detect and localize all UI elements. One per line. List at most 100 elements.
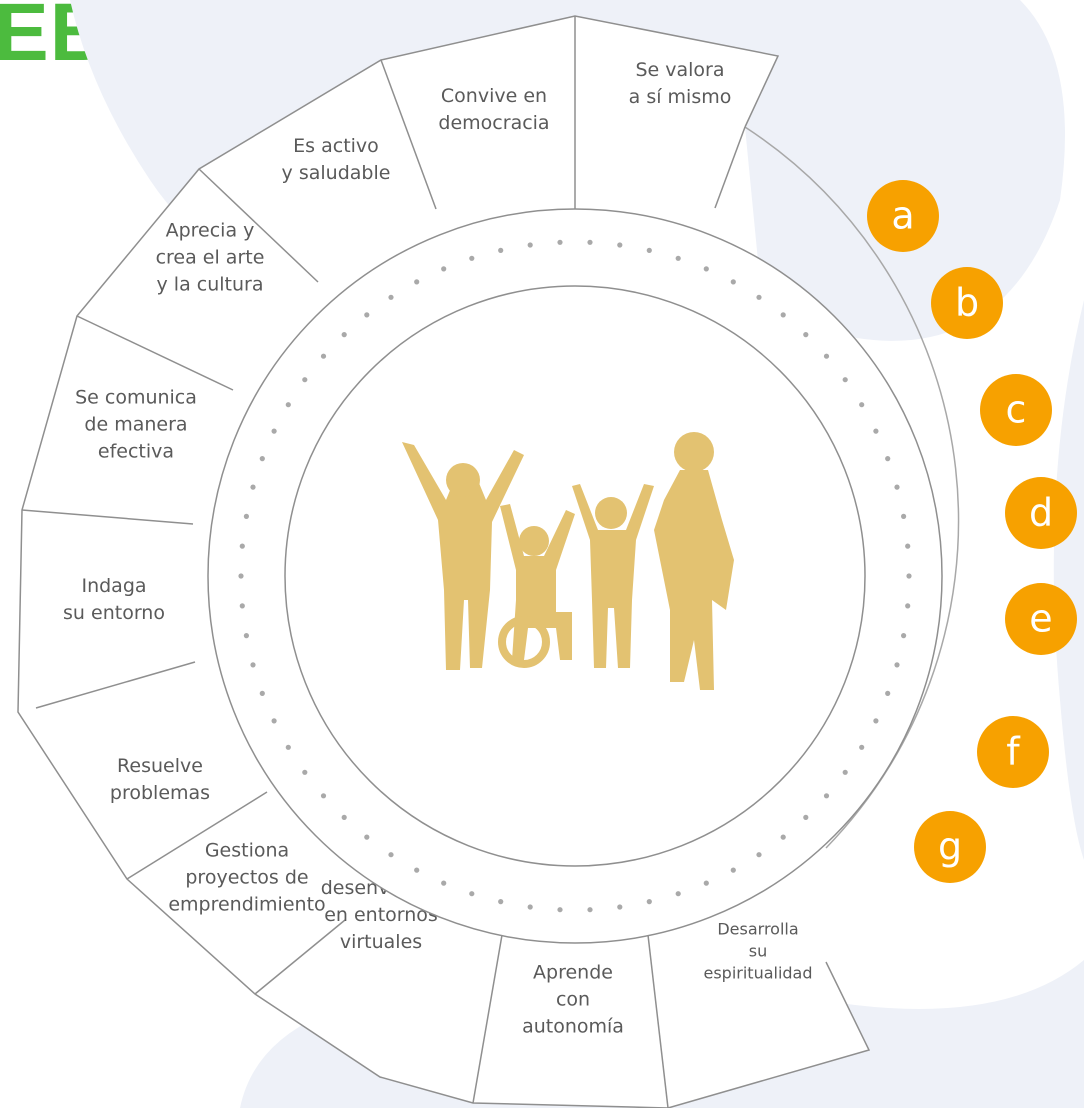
- ring-dot: [901, 633, 907, 639]
- ring-dot: [756, 294, 762, 300]
- segment-label: efectiva: [98, 441, 174, 463]
- ring-dot: [803, 332, 809, 338]
- segment-divider: [126, 791, 268, 880]
- ring-dot: [469, 255, 475, 261]
- segment-divider: [35, 661, 196, 709]
- badge-circle: [980, 374, 1052, 446]
- background-blob-right: [1053, 300, 1084, 860]
- letter-badges: ab c d e f g: [867, 180, 1077, 883]
- badge-g: g: [914, 811, 986, 883]
- badge-c: c: [980, 374, 1052, 446]
- ring-dot: [617, 242, 623, 248]
- ring-dot: [842, 769, 848, 775]
- center-circle: [284, 285, 866, 867]
- ring-dot: [364, 312, 370, 318]
- ring-dot: [823, 793, 830, 799]
- ring-dot: [341, 814, 347, 821]
- ring-dot: [675, 891, 681, 897]
- badge-label: f: [1006, 730, 1021, 774]
- segment-label: Es activo: [293, 135, 379, 157]
- badge-b: b: [931, 267, 1003, 339]
- segment-label: proyectos de: [185, 867, 308, 889]
- segment-label: virtuales: [340, 931, 422, 953]
- ring-dot: [259, 690, 265, 697]
- ring-dot: [271, 428, 277, 434]
- ring-dot: [617, 904, 623, 910]
- ring-dot: [703, 880, 709, 886]
- ring-dot: [259, 456, 265, 462]
- ring-dot: [527, 242, 533, 248]
- ring-dot: [250, 484, 256, 490]
- ring-dot: [646, 247, 652, 253]
- badge-d: d: [1005, 477, 1077, 549]
- ring-dot: [388, 852, 394, 858]
- segment-label: y la cultura: [157, 274, 264, 296]
- badge-label: b: [955, 281, 979, 325]
- segment-label: con: [556, 989, 590, 1011]
- badge-circle: [867, 180, 939, 252]
- badge-label: e: [1029, 597, 1052, 641]
- ring-dot: [527, 904, 533, 910]
- ring-dot: [498, 899, 504, 905]
- badge-circle: [1005, 477, 1077, 549]
- ring-dot: [271, 718, 277, 724]
- segment-label: Aprende: [533, 962, 613, 984]
- ring-dot: [885, 456, 891, 462]
- segment-label: emprendimiento: [168, 894, 325, 916]
- ring-dot: [730, 867, 736, 873]
- ring-dot: [285, 744, 291, 750]
- badge-label: g: [938, 825, 962, 869]
- ring-dot: [859, 744, 865, 750]
- ring-dot: [341, 332, 347, 338]
- segment-label: Convive en: [441, 85, 547, 107]
- ring-dot: [414, 279, 420, 285]
- segment-divider: [21, 509, 194, 525]
- ring-dot: [239, 543, 245, 549]
- ring-dot: [320, 353, 327, 359]
- segment-1: Se valora a sí mismo: [629, 59, 732, 108]
- ring-dot: [302, 377, 308, 383]
- ring-dot: [238, 573, 244, 579]
- family-silhouettes-icon: [402, 432, 734, 690]
- badge-label: a: [891, 194, 914, 238]
- segment-label: Se comunica: [75, 387, 197, 409]
- ring-dot: [250, 662, 256, 668]
- ring-dot: [842, 377, 848, 383]
- ring-dot: [441, 880, 447, 886]
- badge-circle: [977, 716, 1049, 788]
- ring-dot: [780, 312, 786, 318]
- ring-dot: [823, 353, 830, 359]
- ring-dot: [703, 266, 709, 272]
- ring-dot: [859, 402, 865, 408]
- ring-dot: [302, 769, 308, 775]
- ring-dot: [414, 867, 420, 873]
- ring-dot: [388, 294, 394, 300]
- segment-label: Se valora: [635, 59, 724, 81]
- ring-dot: [364, 834, 370, 840]
- segment-label: Desarrolla: [717, 920, 798, 939]
- segment-label: a sí mismo: [629, 86, 732, 108]
- ring-dot: [901, 513, 907, 520]
- segment-label: problemas: [110, 782, 210, 804]
- ring-dot: [873, 718, 879, 724]
- ring-dot: [646, 899, 652, 905]
- ring-dot: [905, 543, 911, 549]
- badge-label: c: [1006, 388, 1027, 432]
- segment-divider: [647, 934, 669, 1108]
- segment-divider: [714, 126, 746, 209]
- segment-divider: [76, 315, 234, 391]
- segment-label: en entornos: [324, 904, 438, 926]
- segment-divider: [380, 59, 437, 210]
- segment-label: Indaga: [81, 575, 146, 597]
- ring-dot: [469, 891, 475, 897]
- ring-dot: [243, 513, 249, 520]
